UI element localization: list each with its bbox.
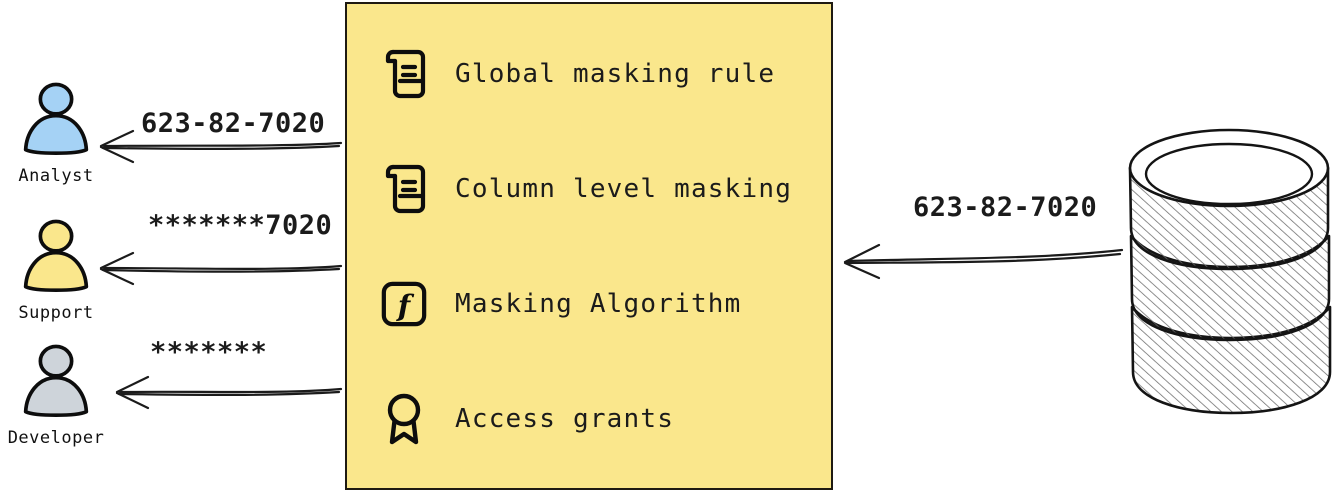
actor-support[interactable]: Support bbox=[0, 215, 116, 323]
database-icon bbox=[1128, 128, 1332, 415]
policy-row-label: Column level masking bbox=[455, 173, 793, 204]
arrow-to-support bbox=[99, 251, 343, 286]
policy-row-label: Global masking rule bbox=[455, 58, 776, 89]
actor-label: Developer bbox=[7, 428, 105, 448]
scroll-icon bbox=[379, 162, 429, 216]
person-icon bbox=[23, 82, 89, 156]
actor-label: Support bbox=[18, 303, 94, 323]
person-icon bbox=[23, 219, 89, 293]
function-icon: f bbox=[379, 277, 429, 331]
flow-value-database: 623-82-7020 bbox=[913, 192, 1098, 223]
masking-policy-rows: Global masking rule Column level masking bbox=[345, 2, 833, 490]
policy-row-access-grants[interactable]: Access grants bbox=[379, 383, 833, 455]
arrow-db-to-panel bbox=[843, 243, 1124, 280]
policy-row-label: Masking Algorithm bbox=[455, 288, 742, 319]
flow-value-support: *******7020 bbox=[148, 210, 333, 241]
policy-row-global-masking-rule[interactable]: Global masking rule bbox=[379, 38, 833, 110]
scroll-icon bbox=[379, 47, 429, 101]
flow-value-analyst: 623-82-7020 bbox=[141, 108, 326, 139]
flow-value-developer: ******* bbox=[150, 337, 268, 368]
arrow-to-developer bbox=[115, 375, 343, 410]
actor-developer[interactable]: Developer bbox=[0, 340, 116, 448]
person-icon bbox=[23, 344, 89, 418]
policy-row-masking-algorithm[interactable]: f Masking Algorithm bbox=[379, 268, 833, 340]
policy-row-column-level-masking[interactable]: Column level masking bbox=[379, 153, 833, 225]
actor-label: Analyst bbox=[18, 166, 94, 186]
award-icon bbox=[379, 392, 429, 446]
svg-text:f: f bbox=[396, 288, 415, 322]
actor-analyst[interactable]: Analyst bbox=[0, 78, 116, 186]
masking-policy-panel bbox=[345, 2, 833, 490]
policy-row-label: Access grants bbox=[455, 403, 675, 434]
